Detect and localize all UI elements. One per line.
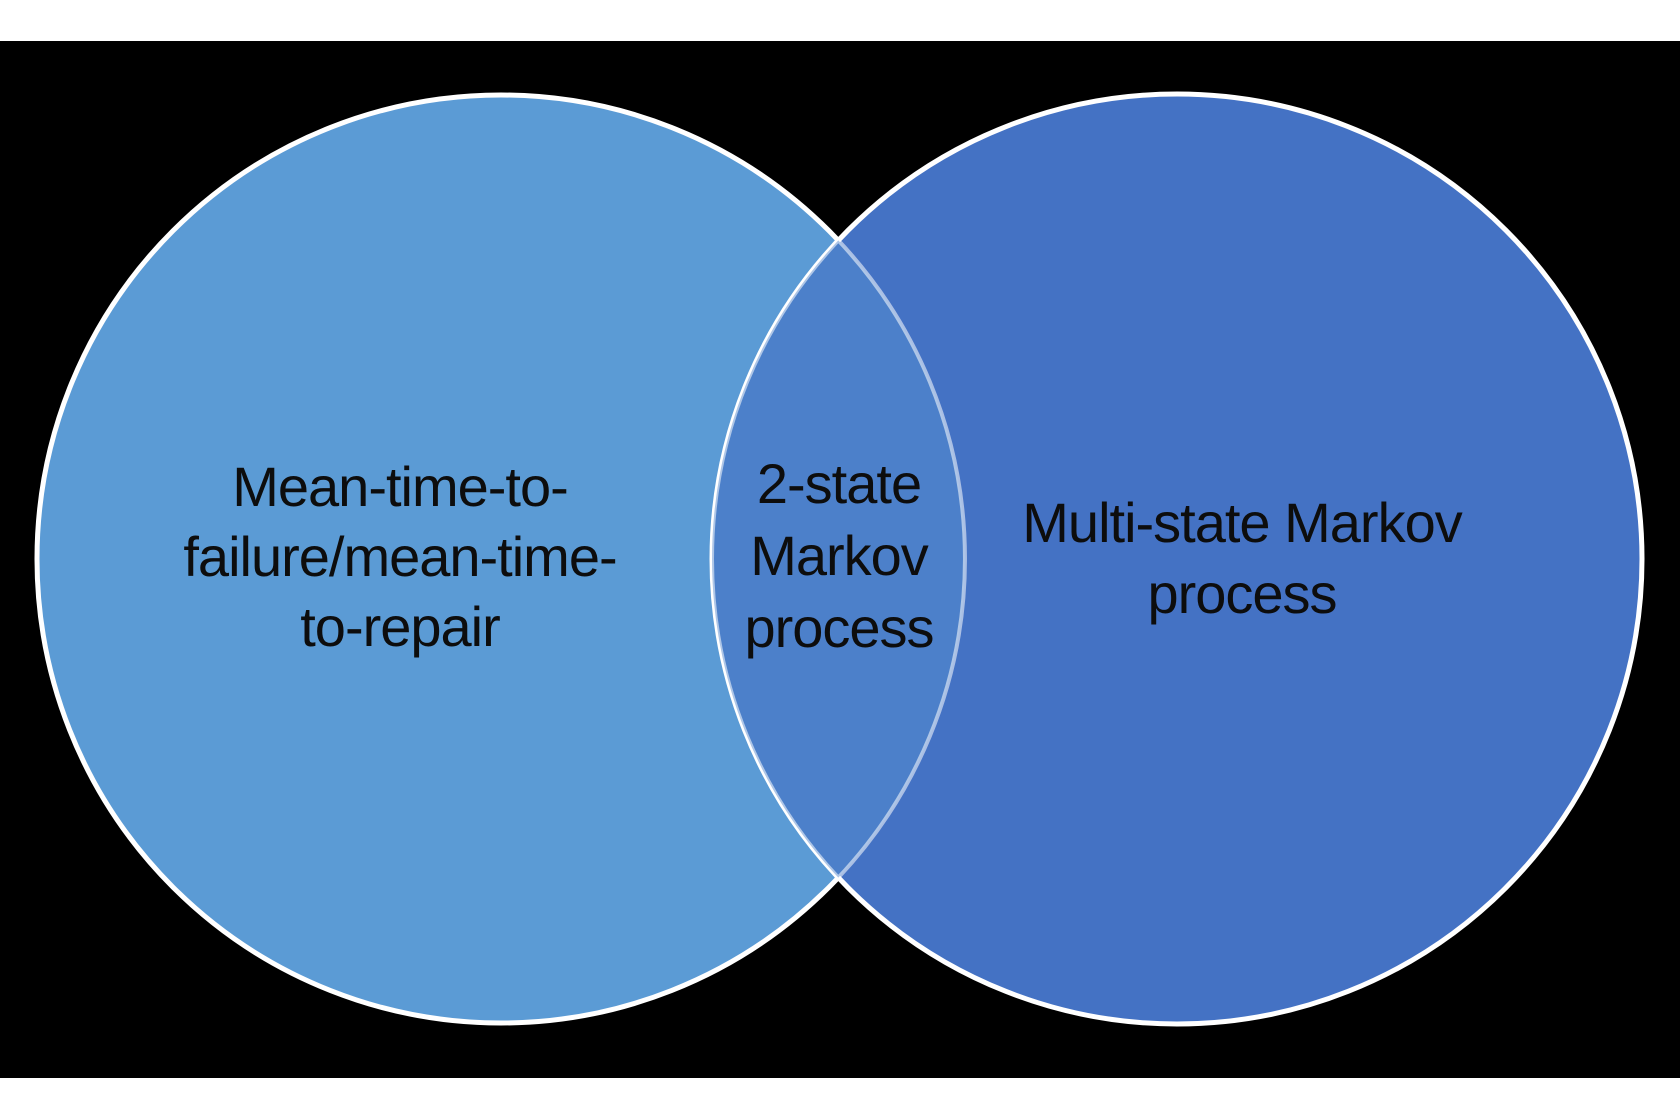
right-set-label-line2: process [1147,562,1337,625]
intersection-lens [712,240,965,878]
intersection-label: 2-state Markov process [693,448,985,664]
left-set-label-line1: Mean-time-to- [232,455,569,518]
left-set-label-line2: failure/mean-time- [183,525,617,588]
right-set-label-line1: Multi-state Markov [1022,491,1462,554]
intersection-label-line3: process [744,596,934,659]
right-set-label: Multi-state Markov process [942,487,1542,629]
intersection-label-line1: 2-state [756,452,922,515]
intersection-lens-outline [710,237,967,881]
left-set-label-line3: to-repair [300,595,501,658]
intersection-label-line2: Markov [750,524,929,587]
left-set-label: Mean-time-to- failure/mean-time- to-repa… [92,452,708,662]
